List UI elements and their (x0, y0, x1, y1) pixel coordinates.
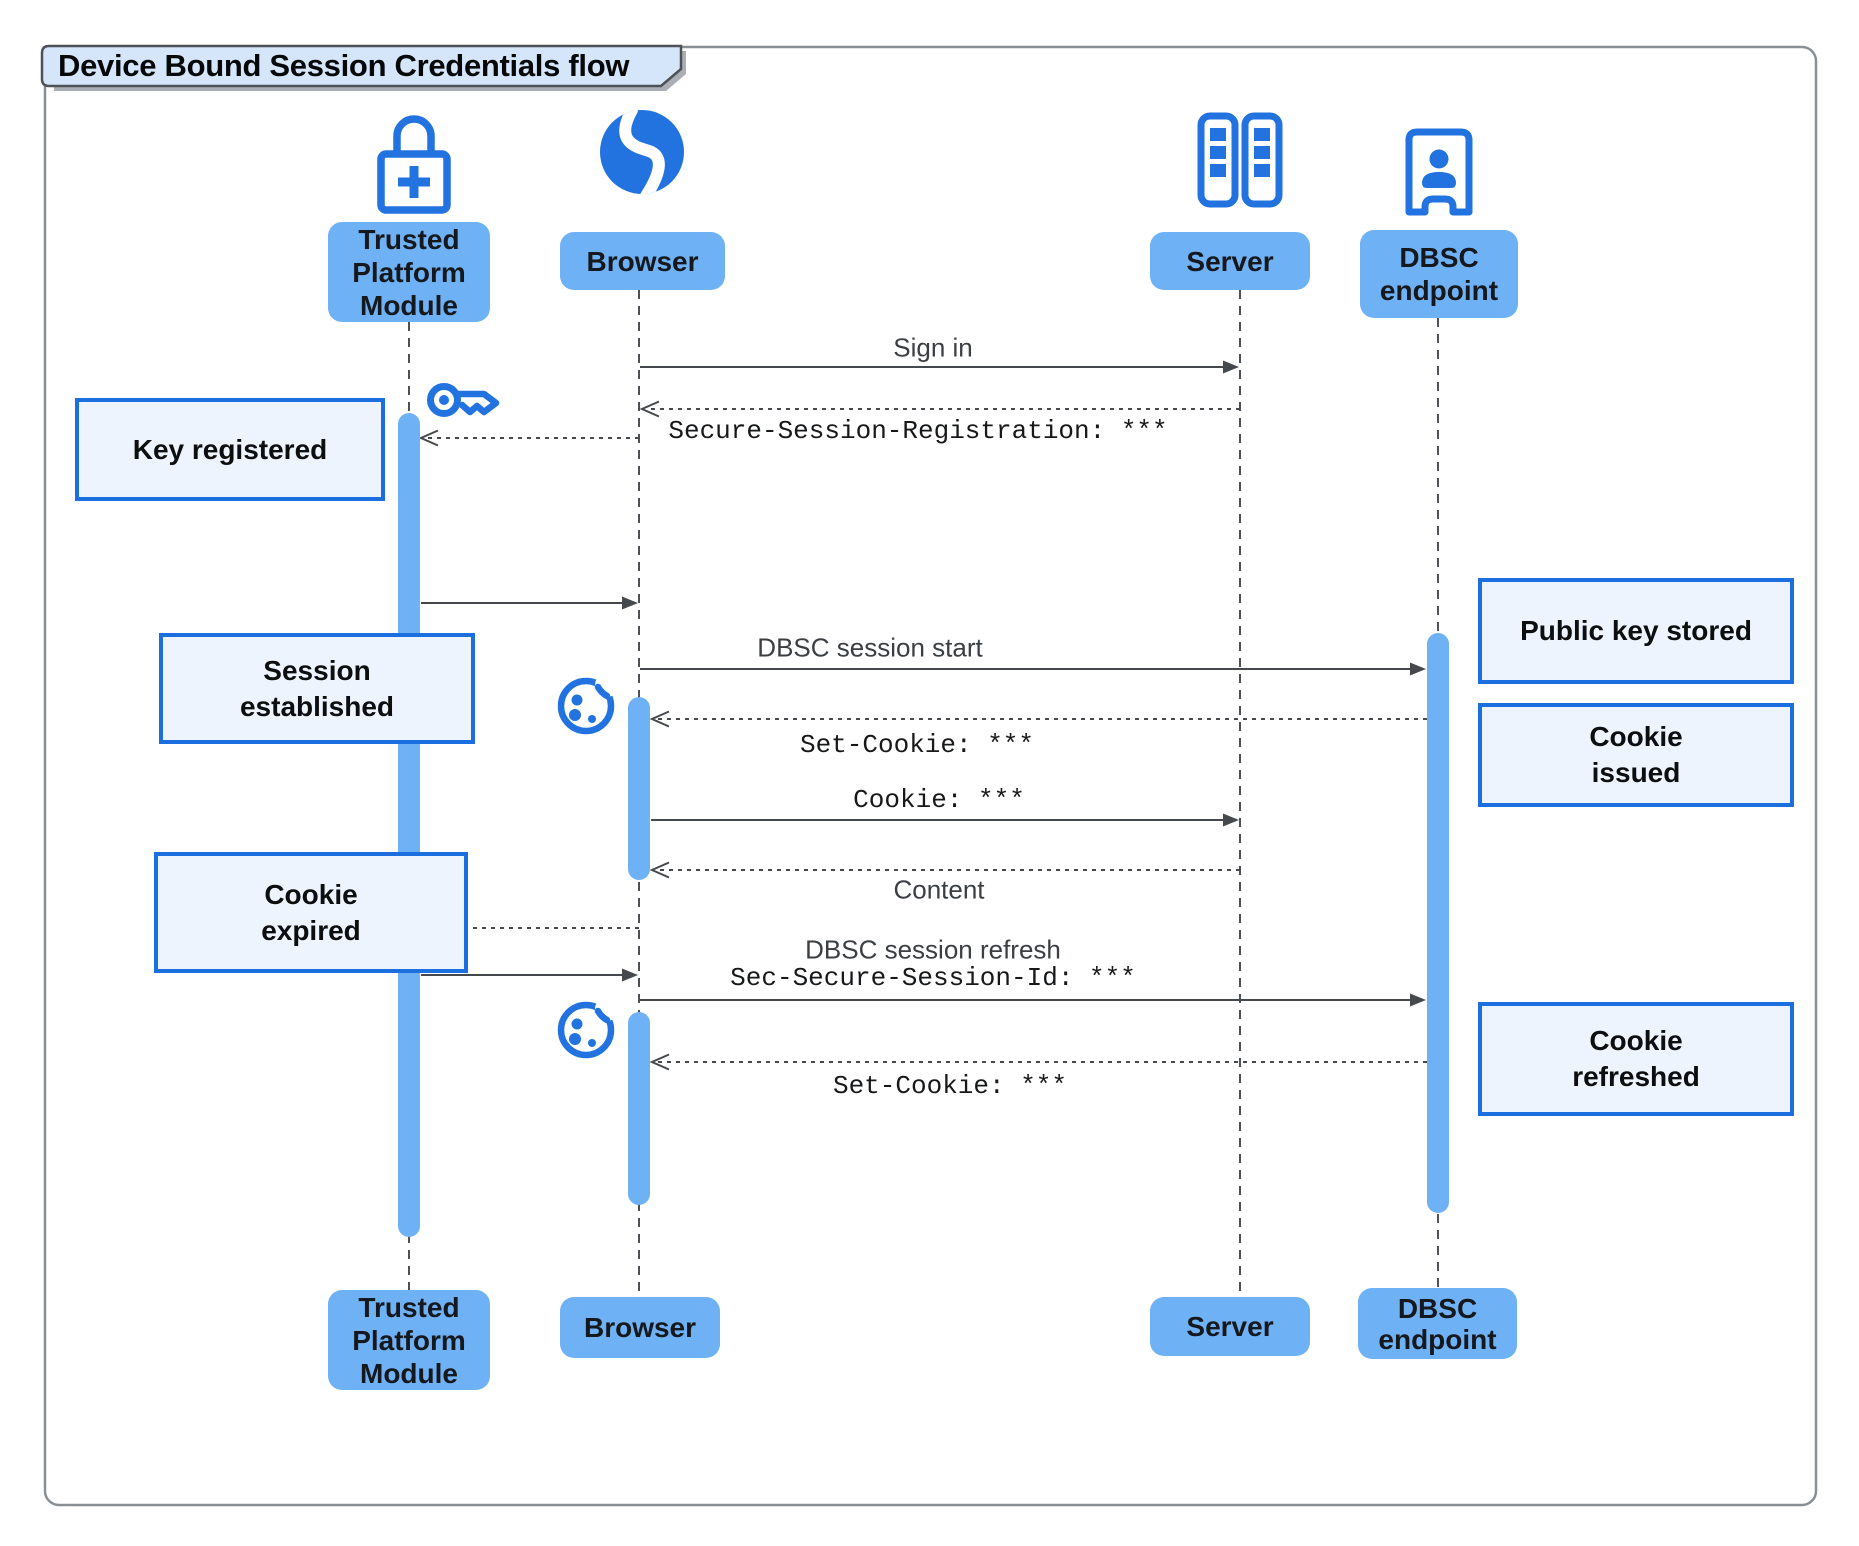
participant-server-top: Server (1150, 232, 1310, 290)
participant-dbsc-bottom: DBSC endpoint (1358, 1288, 1517, 1359)
key-icon (427, 383, 500, 417)
note-cookie-expired: Cookie expired (154, 852, 468, 973)
note-session-established: Session established (159, 633, 475, 744)
lock-plus-icon (377, 115, 451, 214)
participant-server-bottom: Server (1150, 1297, 1310, 1356)
arrow-cookie (651, 813, 1239, 827)
note-key-registered: Key registered (75, 398, 385, 501)
note-label: Public key stored (1520, 615, 1752, 646)
message-label-set-cookie-2: Set-Cookie: *** (832, 1071, 1068, 1101)
activation-bar-dbsc (1427, 633, 1449, 1213)
participant-label: Trusted Platform Module (352, 1291, 466, 1389)
participant-label: Browser (583, 1312, 697, 1343)
note-cookie-refreshed: Cookie refreshed (1478, 1002, 1794, 1116)
note-cookie-issued: Cookie issued (1478, 703, 1794, 807)
note-public-key-stored: Public key stored (1478, 578, 1794, 684)
doorway-person-icon (1405, 128, 1473, 216)
arrow-key-ready (421, 596, 638, 610)
arrow-content (649, 861, 1240, 879)
message-label-content: Content (893, 874, 985, 905)
arrow-signed-refresh (421, 968, 638, 982)
title-tab (40, 44, 683, 88)
activation-bar-browser-2 (628, 1012, 650, 1205)
participant-label: DBSC endpoint (1378, 1292, 1497, 1355)
message-label-sec-secure-session-id: Sec-Secure-Session-Id: *** (730, 963, 1136, 993)
participant-label: DBSC endpoint (1379, 242, 1499, 306)
arrow-dbsc-session-refresh (640, 993, 1426, 1007)
message-label-dbsc-session-start: DBSC session start (757, 632, 983, 663)
participant-label: Browser (586, 245, 699, 277)
server-rack-icon (1197, 112, 1283, 208)
message-label-dbsc-session-refresh: DBSC session refresh (805, 934, 1061, 965)
participant-dbsc-top: DBSC endpoint (1360, 230, 1518, 318)
activation-bar-browser-1 (628, 697, 650, 880)
activation-bar-tpm (398, 413, 420, 1237)
diagram-title: Device Bound Session Credentials flow (58, 48, 630, 83)
participant-browser-bottom: Browser (560, 1297, 720, 1358)
note-label: Key registered (132, 433, 328, 465)
cookie-icon (557, 674, 618, 735)
participant-tpm-bottom: Trusted Platform Module (328, 1290, 490, 1390)
arrow-set-cookie-1 (649, 710, 1427, 728)
arrow-dbsc-session-start (640, 662, 1426, 676)
arrow-secure-session-registration (639, 400, 1240, 418)
participant-browser-top: Browser (560, 232, 725, 290)
note-label: Session established (239, 654, 395, 722)
arrow-register-key (418, 429, 639, 447)
message-label-cookie: Cookie: *** (853, 785, 1025, 815)
note-label: Cookie expired (261, 878, 361, 946)
message-label-sign-in: Sign in (893, 332, 973, 363)
participant-label: Trusted Platform Module (352, 223, 466, 321)
cookie-icon (557, 998, 618, 1059)
message-label-secure-session-registration: Secure-Session-Registration: *** (668, 416, 1168, 446)
participant-tpm-top: Trusted Platform Module (328, 222, 490, 322)
note-label: Cookie refreshed (1572, 1025, 1700, 1092)
note-label: Cookie issued (1589, 721, 1683, 788)
arrow-set-cookie-2 (649, 1053, 1427, 1071)
participant-label: Server (1186, 245, 1274, 277)
participant-label: Server (1186, 1311, 1274, 1342)
globe-icon (600, 110, 684, 194)
message-label-set-cookie-1: Set-Cookie: *** (799, 730, 1035, 760)
arrow-sign-in (640, 360, 1239, 374)
